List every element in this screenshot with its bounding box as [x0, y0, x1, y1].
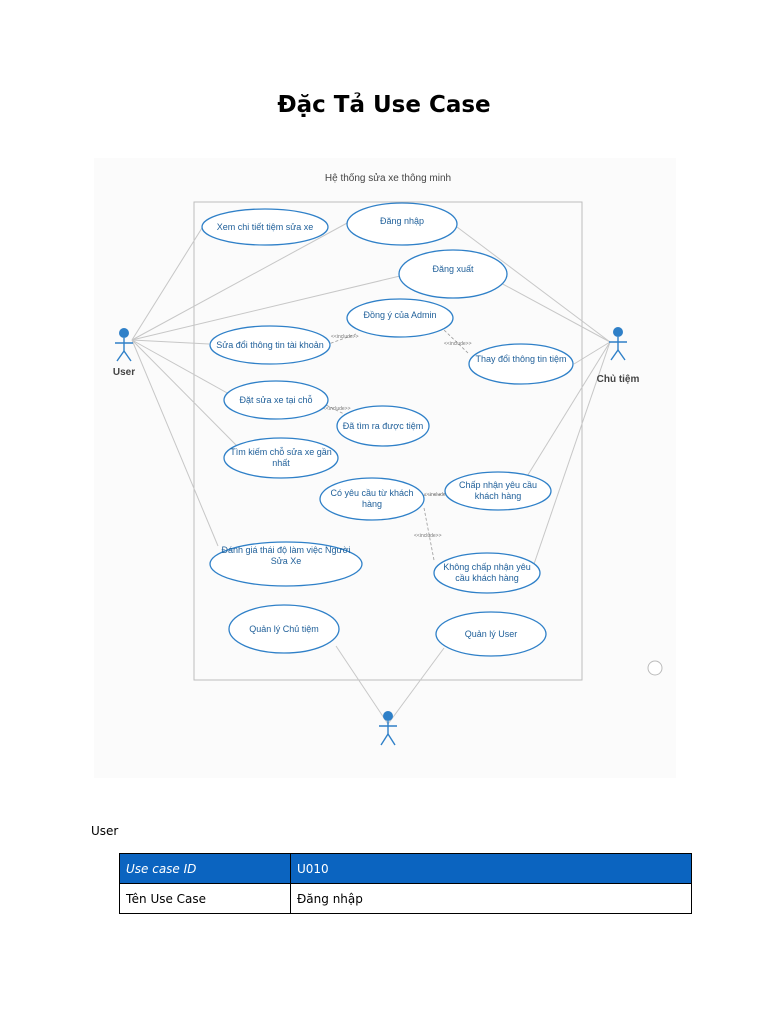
- svg-text:Đã tìm ra được tiệm: Đã tìm ra được tiệm: [343, 421, 423, 431]
- user-associations: [131, 221, 401, 547]
- table-row: Tên Use Case Đăng nhập: [119, 883, 692, 914]
- use-case-spec-table: Use case ID U010 Tên Use Case Đăng nhập: [119, 853, 692, 914]
- use-case-dang-xuat: Đăng xuất: [398, 249, 508, 299]
- svg-text:Đặt sửa xe tại chỗ: Đặt sửa xe tại chỗ: [239, 395, 312, 405]
- use-case-diagram-svg: Hệ thống sửa xe thông minh <<inc: [113, 172, 663, 746]
- use-case-quan-ly-chu-tiem: Quản lý Chủ tiệm: [228, 604, 340, 654]
- section-label-user: User: [91, 824, 119, 838]
- include-relations: <<include>> <<include>> <<include>> <<in…: [321, 329, 472, 561]
- use-case-thay-doi-thong-tin-tiem: Thay đổi thông tin tiệm: [468, 343, 574, 385]
- actor-admin: [379, 711, 397, 746]
- use-case-quan-ly-user: Quản lý User: [435, 611, 547, 657]
- table-header-value: U010: [290, 853, 692, 884]
- use-case-xem-chi-tiet: Xem chi tiết tiệm sửa xe: [201, 208, 329, 246]
- use-case-tim-kiem: Tìm kiếm chỗ sửa xe gần nhất: [223, 437, 339, 479]
- svg-text:Đăng nhập: Đăng nhập: [380, 216, 424, 226]
- svg-text:Xem chi tiết tiệm sửa xe: Xem chi tiết tiệm sửa xe: [217, 222, 314, 232]
- svg-text:Đồng ý của Admin: Đồng ý của Admin: [363, 310, 436, 320]
- use-case-khong-chap-nhan: Không chấp nhận yêu cầu khách hàng: [433, 552, 541, 594]
- svg-text:Đăng xuất: Đăng xuất: [432, 264, 474, 274]
- use-case-da-tim-ra: Đã tìm ra được tiệm: [336, 405, 430, 447]
- selection-handle[interactable]: [647, 660, 663, 676]
- page-title: Đặc Tả Use Case: [277, 92, 491, 118]
- actor-user: User: [113, 328, 135, 378]
- svg-text:<<include>>: <<include>>: [323, 406, 351, 412]
- use-case-danh-gia: Đánh giá thái độ làm việc Người Sửa Xe: [209, 541, 363, 587]
- svg-text:<<include>>: <<include>>: [414, 533, 442, 539]
- use-case-sua-doi-thong-tin: Sửa đổi thông tin tài khoản: [209, 325, 331, 365]
- svg-text:<<include>>: <<include>>: [331, 334, 359, 340]
- use-case-dat-sua-xe: Đặt sửa xe tại chỗ: [223, 380, 329, 420]
- svg-text:Chấp nhận yêu cầu: Chấp nhận yêu cầu: [459, 480, 537, 490]
- svg-text:cầu khách hàng: cầu khách hàng: [455, 573, 519, 583]
- actor-owner-label: Chủ tiệm: [597, 374, 640, 385]
- admin-associations: [335, 645, 445, 725]
- svg-text:Đánh giá thái độ làm việc Ngườ: Đánh giá thái độ làm việc Người: [222, 545, 351, 555]
- svg-text:nhất: nhất: [272, 458, 290, 468]
- use-case-co-yeu-cau: Có yêu cầu từ khách hàng: [319, 477, 425, 521]
- svg-text:Tìm kiếm chỗ sửa xe gần: Tìm kiếm chỗ sửa xe gần: [230, 447, 332, 457]
- table-header-row: Use case ID U010: [119, 853, 692, 884]
- svg-text:Không chấp nhận yêu: Không chấp nhận yêu: [443, 562, 531, 572]
- use-case-dong-y-admin: Đồng ý của Admin: [346, 298, 454, 338]
- svg-text:hàng: hàng: [362, 499, 382, 509]
- table-header-label: Use case ID: [119, 853, 291, 884]
- system-name: Hệ thống sửa xe thông minh: [325, 172, 451, 184]
- svg-text:Có yêu cầu từ khách: Có yêu cầu từ khách: [330, 488, 413, 498]
- svg-text:<<include>>: <<include>>: [424, 492, 452, 498]
- actor-user-label: User: [113, 367, 135, 378]
- svg-text:Quản lý Chủ tiệm: Quản lý Chủ tiệm: [249, 624, 319, 634]
- table-row-label: Tên Use Case: [119, 883, 291, 914]
- actor-owner: Chủ tiệm: [597, 327, 640, 385]
- svg-text:<<include>>: <<include>>: [444, 341, 472, 347]
- svg-text:Sửa Xe: Sửa Xe: [271, 556, 302, 566]
- owner-associations: [456, 226, 611, 565]
- system-boundary: [193, 201, 583, 681]
- table-row-value: Đăng nhập: [290, 883, 692, 914]
- svg-text:Sửa đổi thông tin tài khoản: Sửa đổi thông tin tài khoản: [216, 340, 324, 350]
- use-case-diagram: Hệ thống sửa xe thông minh <<inc: [94, 158, 676, 778]
- use-case-dang-nhap: Đăng nhập: [346, 202, 458, 246]
- svg-text:khách hàng: khách hàng: [475, 491, 522, 501]
- svg-text:Quản lý User: Quản lý User: [465, 629, 518, 639]
- svg-text:Thay đổi thông tin tiệm: Thay đổi thông tin tiệm: [475, 354, 566, 364]
- use-case-chap-nhan: Chấp nhận yêu cầu khách hàng: [444, 471, 552, 511]
